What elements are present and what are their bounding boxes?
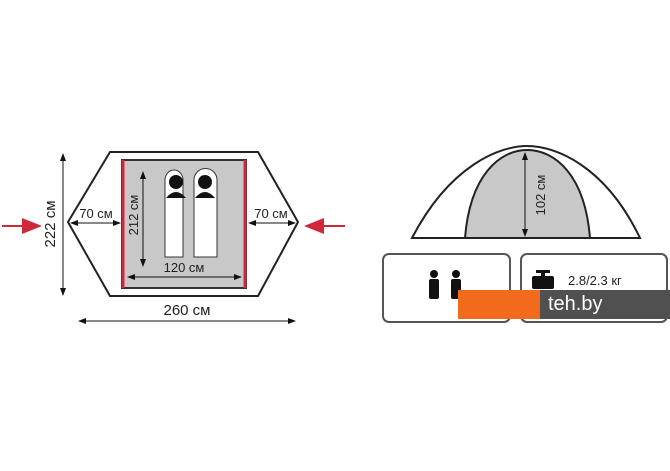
depth-label: 222 см — [42, 200, 59, 247]
sleeping-bag-2 — [193, 168, 218, 258]
inner-length-label: 212 см — [126, 195, 141, 236]
weight-icon — [532, 270, 554, 289]
person-head-icon — [169, 175, 183, 189]
inner-width-label: 120 см — [164, 260, 205, 275]
height-label: 102 см — [533, 175, 548, 216]
width-label: 260 см — [163, 302, 210, 319]
watermark-banner: teh.by — [458, 290, 670, 319]
watermark-text: teh.by — [540, 290, 670, 319]
vestibule-left-label: 70 см — [79, 206, 113, 221]
watermark-orange-block — [458, 290, 540, 319]
weight-label: 2.8/2.3 кг — [568, 273, 622, 288]
sleeping-bag-1 — [164, 169, 186, 258]
person-head-icon — [198, 175, 212, 189]
vestibule-right-label: 70 см — [254, 206, 288, 221]
